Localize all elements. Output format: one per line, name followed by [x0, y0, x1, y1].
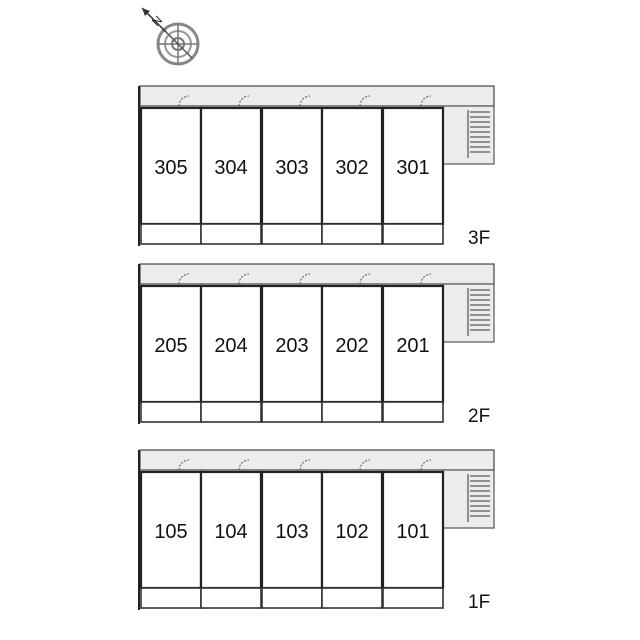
- door-swing: [420, 273, 432, 285]
- balcony: [200, 587, 262, 609]
- balcony: [321, 587, 383, 609]
- room-number-label: 303: [275, 157, 308, 179]
- room-number-label: 202: [335, 335, 368, 357]
- compass-north-label: N: [149, 13, 165, 29]
- unit-203: 203: [260, 273, 324, 423]
- door-swing: [178, 95, 190, 107]
- balcony: [261, 587, 323, 609]
- door-swing: [238, 273, 250, 285]
- room-number-label: 201: [396, 335, 429, 357]
- door-swing: [359, 459, 371, 471]
- unit-102: 102: [320, 459, 384, 609]
- unit-103: 103: [260, 459, 324, 609]
- balcony: [140, 587, 202, 609]
- unit-101: 101: [381, 459, 445, 609]
- door-swing: [359, 273, 371, 285]
- unit-303: 303: [260, 95, 324, 245]
- corridor: [139, 449, 495, 471]
- door-swing: [359, 95, 371, 107]
- balcony: [200, 401, 262, 423]
- room-outline: [381, 106, 445, 226]
- unit-305: 305: [139, 95, 203, 245]
- door-swing: [420, 95, 432, 107]
- door-swing: [238, 95, 250, 107]
- room-outline: [320, 106, 384, 226]
- unit-205: 205: [139, 273, 203, 423]
- unit-301: 301: [381, 95, 445, 245]
- balcony: [321, 223, 383, 245]
- balcony: [200, 223, 262, 245]
- room-outline: [199, 106, 263, 226]
- door-swing: [238, 459, 250, 471]
- room-number-label: 301: [396, 157, 429, 179]
- balcony: [140, 401, 202, 423]
- floor-label: 1F: [468, 592, 490, 613]
- unit-104: 104: [199, 459, 263, 609]
- room-number-label: 104: [214, 521, 247, 543]
- room-outline: [320, 284, 384, 404]
- door-swing: [299, 273, 311, 285]
- balcony: [261, 223, 323, 245]
- floor-3f: 305 304 303 302 301 3F: [138, 85, 495, 249]
- stair-treads: [467, 110, 490, 158]
- unit-304: 304: [199, 95, 263, 245]
- unit-202: 202: [320, 273, 384, 423]
- corridor: [139, 263, 495, 285]
- door-swing: [299, 95, 311, 107]
- stair-treads: [467, 474, 490, 522]
- room-number-label: 105: [154, 521, 187, 543]
- unit-204: 204: [199, 273, 263, 423]
- floor-label: 3F: [468, 228, 490, 249]
- balcony: [382, 401, 444, 423]
- balcony: [261, 401, 323, 423]
- room-outline: [199, 470, 263, 590]
- compass-rose-icon: N: [141, 7, 200, 66]
- unit-201: 201: [381, 273, 445, 423]
- door-swing: [178, 273, 190, 285]
- floor-1f: 105 104 103 102 101 1F: [138, 449, 495, 613]
- room-number-label: 304: [214, 157, 247, 179]
- room-number-label: 205: [154, 335, 187, 357]
- door-swing: [299, 459, 311, 471]
- room-outline: [139, 470, 203, 590]
- room-number-label: 305: [154, 157, 187, 179]
- floor-2f: 205 204 203 202 201 2F: [138, 263, 495, 427]
- room-number-label: 204: [214, 335, 247, 357]
- stair-treads: [467, 288, 490, 336]
- balcony: [321, 401, 383, 423]
- room-outline: [139, 106, 203, 226]
- balcony: [382, 223, 444, 245]
- balcony: [140, 223, 202, 245]
- room-outline: [260, 470, 324, 590]
- unit-105: 105: [139, 459, 203, 609]
- room-number-label: 302: [335, 157, 368, 179]
- corridor: [139, 85, 495, 107]
- room-outline: [320, 470, 384, 590]
- door-swing: [420, 459, 432, 471]
- door-swing: [178, 459, 190, 471]
- room-number-label: 102: [335, 521, 368, 543]
- room-outline: [139, 284, 203, 404]
- floor-label: 2F: [468, 406, 490, 427]
- balcony: [382, 587, 444, 609]
- room-number-label: 101: [396, 521, 429, 543]
- unit-302: 302: [320, 95, 384, 245]
- room-number-label: 103: [275, 521, 308, 543]
- room-number-label: 203: [275, 335, 308, 357]
